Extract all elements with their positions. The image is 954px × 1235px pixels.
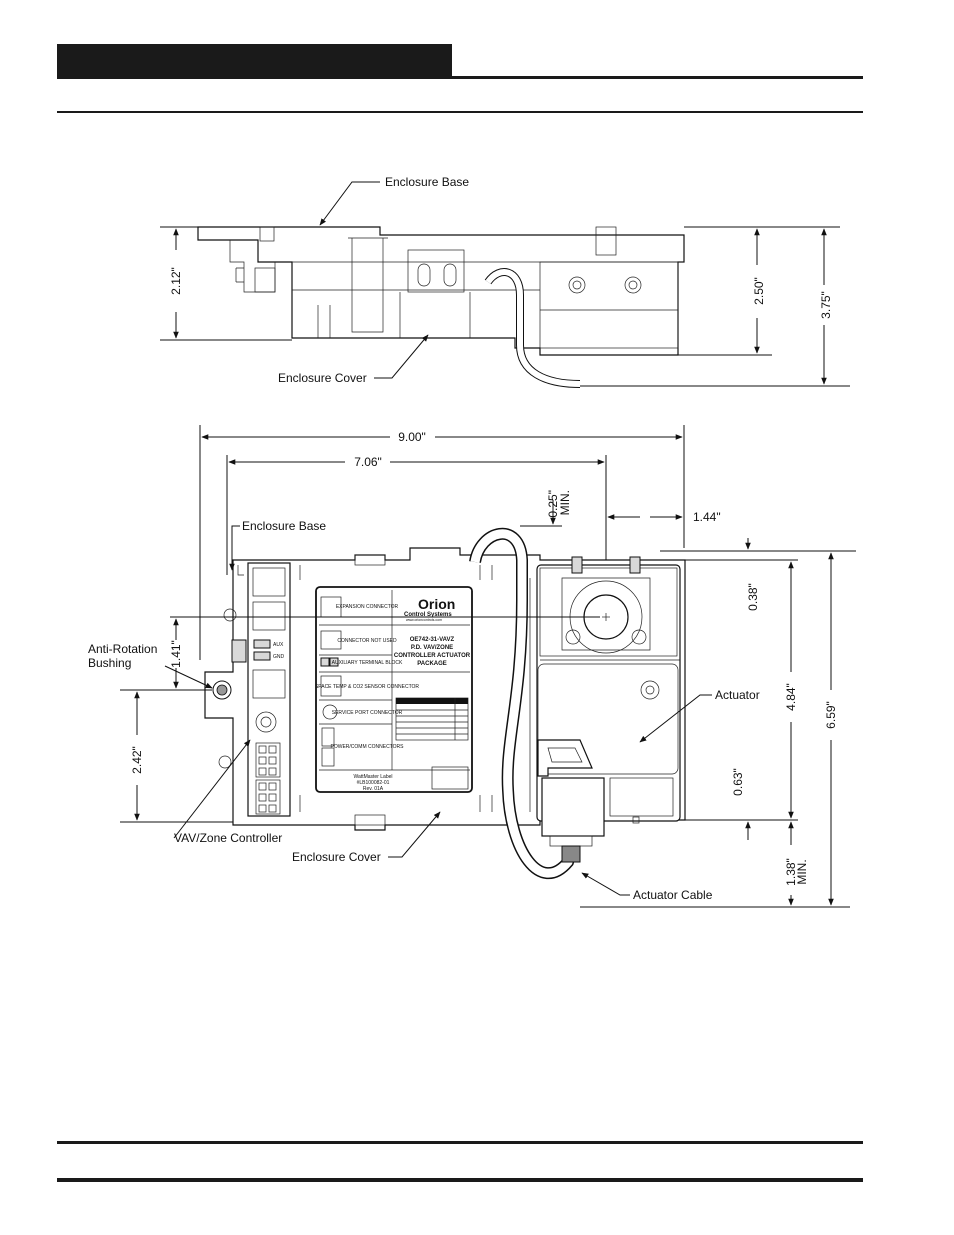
header-rule-secondary <box>57 111 863 113</box>
board-aux-tag: AUX <box>273 642 284 648</box>
label-top-enclosure-cover: Enclosure Cover <box>292 850 381 864</box>
dim-top-bushing-offset: 1.41" <box>169 618 183 689</box>
dim-top-clearance-bottom-text: 1.38" <box>784 858 798 886</box>
dim-top-actuator-height: 4.84" <box>784 561 798 819</box>
dim-top-width-total: 9.00" <box>201 430 683 444</box>
header-bar <box>57 44 452 76</box>
label-brand-sub: Control Systems <box>404 612 452 618</box>
dim-side-total-text: 3.75" <box>819 291 833 319</box>
dim-top-width-actuator-text: 7.06" <box>354 455 382 469</box>
header-rule <box>57 76 863 79</box>
label-title-3: PACKAGE <box>417 661 447 667</box>
label-footer-3: Rev. 01A <box>363 786 384 792</box>
dim-side-mid: 2.50" <box>678 226 772 356</box>
label-actuator-cable: Actuator Cable <box>633 888 713 902</box>
label-anti-rotation-line2: Bushing <box>88 656 131 670</box>
label-connector-expansion: EXPANSION CONNECTOR <box>336 604 399 610</box>
dim-top-actuator-offset: 1.44" <box>607 510 721 524</box>
dim-top-width-actuator: 7.06" <box>228 455 605 469</box>
dim-top-actuator-offset-text: 1.44" <box>693 510 721 524</box>
label-anti-rotation: Anti-Rotation Bushing <box>88 642 161 670</box>
dim-side-mid-text: 2.50" <box>752 277 766 305</box>
vav-zone-controller-board: AUX GND <box>231 562 291 817</box>
label-anti-rotation-text: Anti-Rotation <box>88 642 157 656</box>
dim-top-actuator-height-text: 4.84" <box>784 683 798 711</box>
dim-side-left: 2.12" <box>160 226 292 341</box>
label-side-enclosure-base: Enclosure Base <box>385 175 469 189</box>
dim-top-clearance-min: MIN. <box>558 490 572 515</box>
label-side-enclosure-cover: Enclosure Cover <box>278 371 367 385</box>
dim-top-bushing-offset-text: 1.41" <box>169 640 183 668</box>
footer-rule <box>57 1141 863 1144</box>
label-connector-not-used: CONNECTOR NOT USED <box>337 638 397 644</box>
dim-top-actuator-bottom-text: 0.63" <box>731 768 745 796</box>
dim-top-actuator-top: 0.38" <box>745 538 760 611</box>
dim-top-actuator-top-text: 0.38" <box>746 583 760 611</box>
actuator-body <box>536 556 681 847</box>
dim-top-clearance: 0.25" MIN. <box>520 490 572 527</box>
dim-top-actuator-bottom: 0.63" <box>731 768 751 840</box>
anti-rotation-bushing <box>212 680 232 700</box>
top-actuator-cable <box>469 527 581 880</box>
label-title-1: P.D. VAV/ZONE <box>411 645 453 651</box>
label-connector-aux: AUXILIARY TERMINAL BLOCK <box>332 660 403 666</box>
label-connector-service: SERVICE PORT CONNECTOR <box>332 710 403 716</box>
label-vav-zone-controller: VAV/Zone Controller <box>174 831 282 845</box>
dim-top-height-total: 6.59" <box>824 552 838 906</box>
board-pin-grid <box>258 745 277 813</box>
label-part-number: OE742-31-VAVZ <box>410 637 455 643</box>
label-footer-1: WattMaster Label <box>354 774 393 780</box>
top-view: 9.00" 7.06" 0.25" MIN. 1.44" <box>88 425 856 908</box>
label-footer-2: #LB100082-01 <box>357 780 390 786</box>
dim-top-clearance-bottom-min: MIN. <box>795 859 809 884</box>
side-view: 2.12" 2.50" 3.75" Enclosure Base Enclosu… <box>160 175 850 388</box>
label-actuator: Actuator <box>715 688 760 702</box>
dim-top-bushing-bottom: 2.42" <box>130 691 144 821</box>
label-title-2: CONTROLLER ACTUATOR <box>394 653 471 659</box>
side-enclosure-body <box>197 226 685 356</box>
dim-side-total: 3.75" <box>580 226 850 387</box>
board-gnd-tag: GND <box>273 654 285 660</box>
label-top-enclosure-base: Enclosure Base <box>242 519 326 533</box>
label-website: www.orioncontrols.com <box>406 618 442 622</box>
dim-top-clearance-bottom: 1.38" MIN. <box>784 821 809 906</box>
footer-rule-bottom <box>57 1178 863 1182</box>
dim-side-left-text: 2.12" <box>169 267 183 295</box>
label-brand: Orion <box>418 596 455 612</box>
dim-top-clearance-text: 0.25" <box>546 490 560 518</box>
label-connector-sensor: SPACE TEMP & CO2 SENSOR CONNECTOR <box>315 684 419 690</box>
dim-top-height-total-text: 6.59" <box>824 701 838 729</box>
label-connector-power: POWER/COMM CONNECTORS <box>331 744 405 750</box>
label-led-table <box>396 698 468 740</box>
dim-top-width-total-text: 9.00" <box>398 430 426 444</box>
dim-top-bushing-bottom-text: 2.42" <box>130 746 144 774</box>
package-label: EXPANSION CONNECTOR CONNECTOR NOT USED A… <box>315 586 473 793</box>
